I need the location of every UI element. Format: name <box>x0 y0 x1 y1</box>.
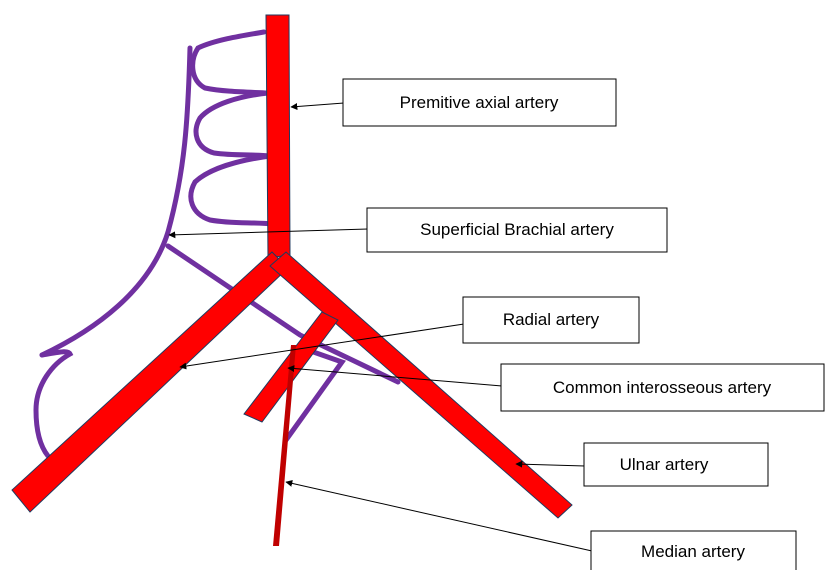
superficial-brachial-trunk <box>42 48 190 355</box>
superficial-loop-3 <box>191 156 272 224</box>
label-text-common-interosseous: Common interosseous artery <box>553 378 772 397</box>
superficial-radial-loop <box>36 352 70 456</box>
label-text-primitive-axial: Premitive axial artery <box>400 93 559 112</box>
label-text-superficial-brachial: Superficial Brachial artery <box>420 220 614 239</box>
label-text-median: Median artery <box>641 542 745 561</box>
label-text-radial: Radial artery <box>503 310 600 329</box>
radial-artery <box>12 252 288 512</box>
label-superficial-brachial: Superficial Brachial artery <box>367 208 667 252</box>
label-median: Median artery <box>591 531 796 570</box>
label-text-ulnar: Ulnar artery <box>620 455 709 474</box>
superficial-loop-1 <box>193 32 268 93</box>
label-ulnar: Ulnar artery <box>584 443 768 486</box>
label-radial: Radial artery <box>463 297 639 343</box>
primitive-axial-artery <box>266 15 290 258</box>
label-common-interosseous: Common interosseous artery <box>501 364 824 411</box>
superficial-loop-2 <box>196 93 270 156</box>
label-primitive-axial: Premitive axial artery <box>343 79 616 126</box>
pointer-primitive-axial <box>291 103 344 107</box>
